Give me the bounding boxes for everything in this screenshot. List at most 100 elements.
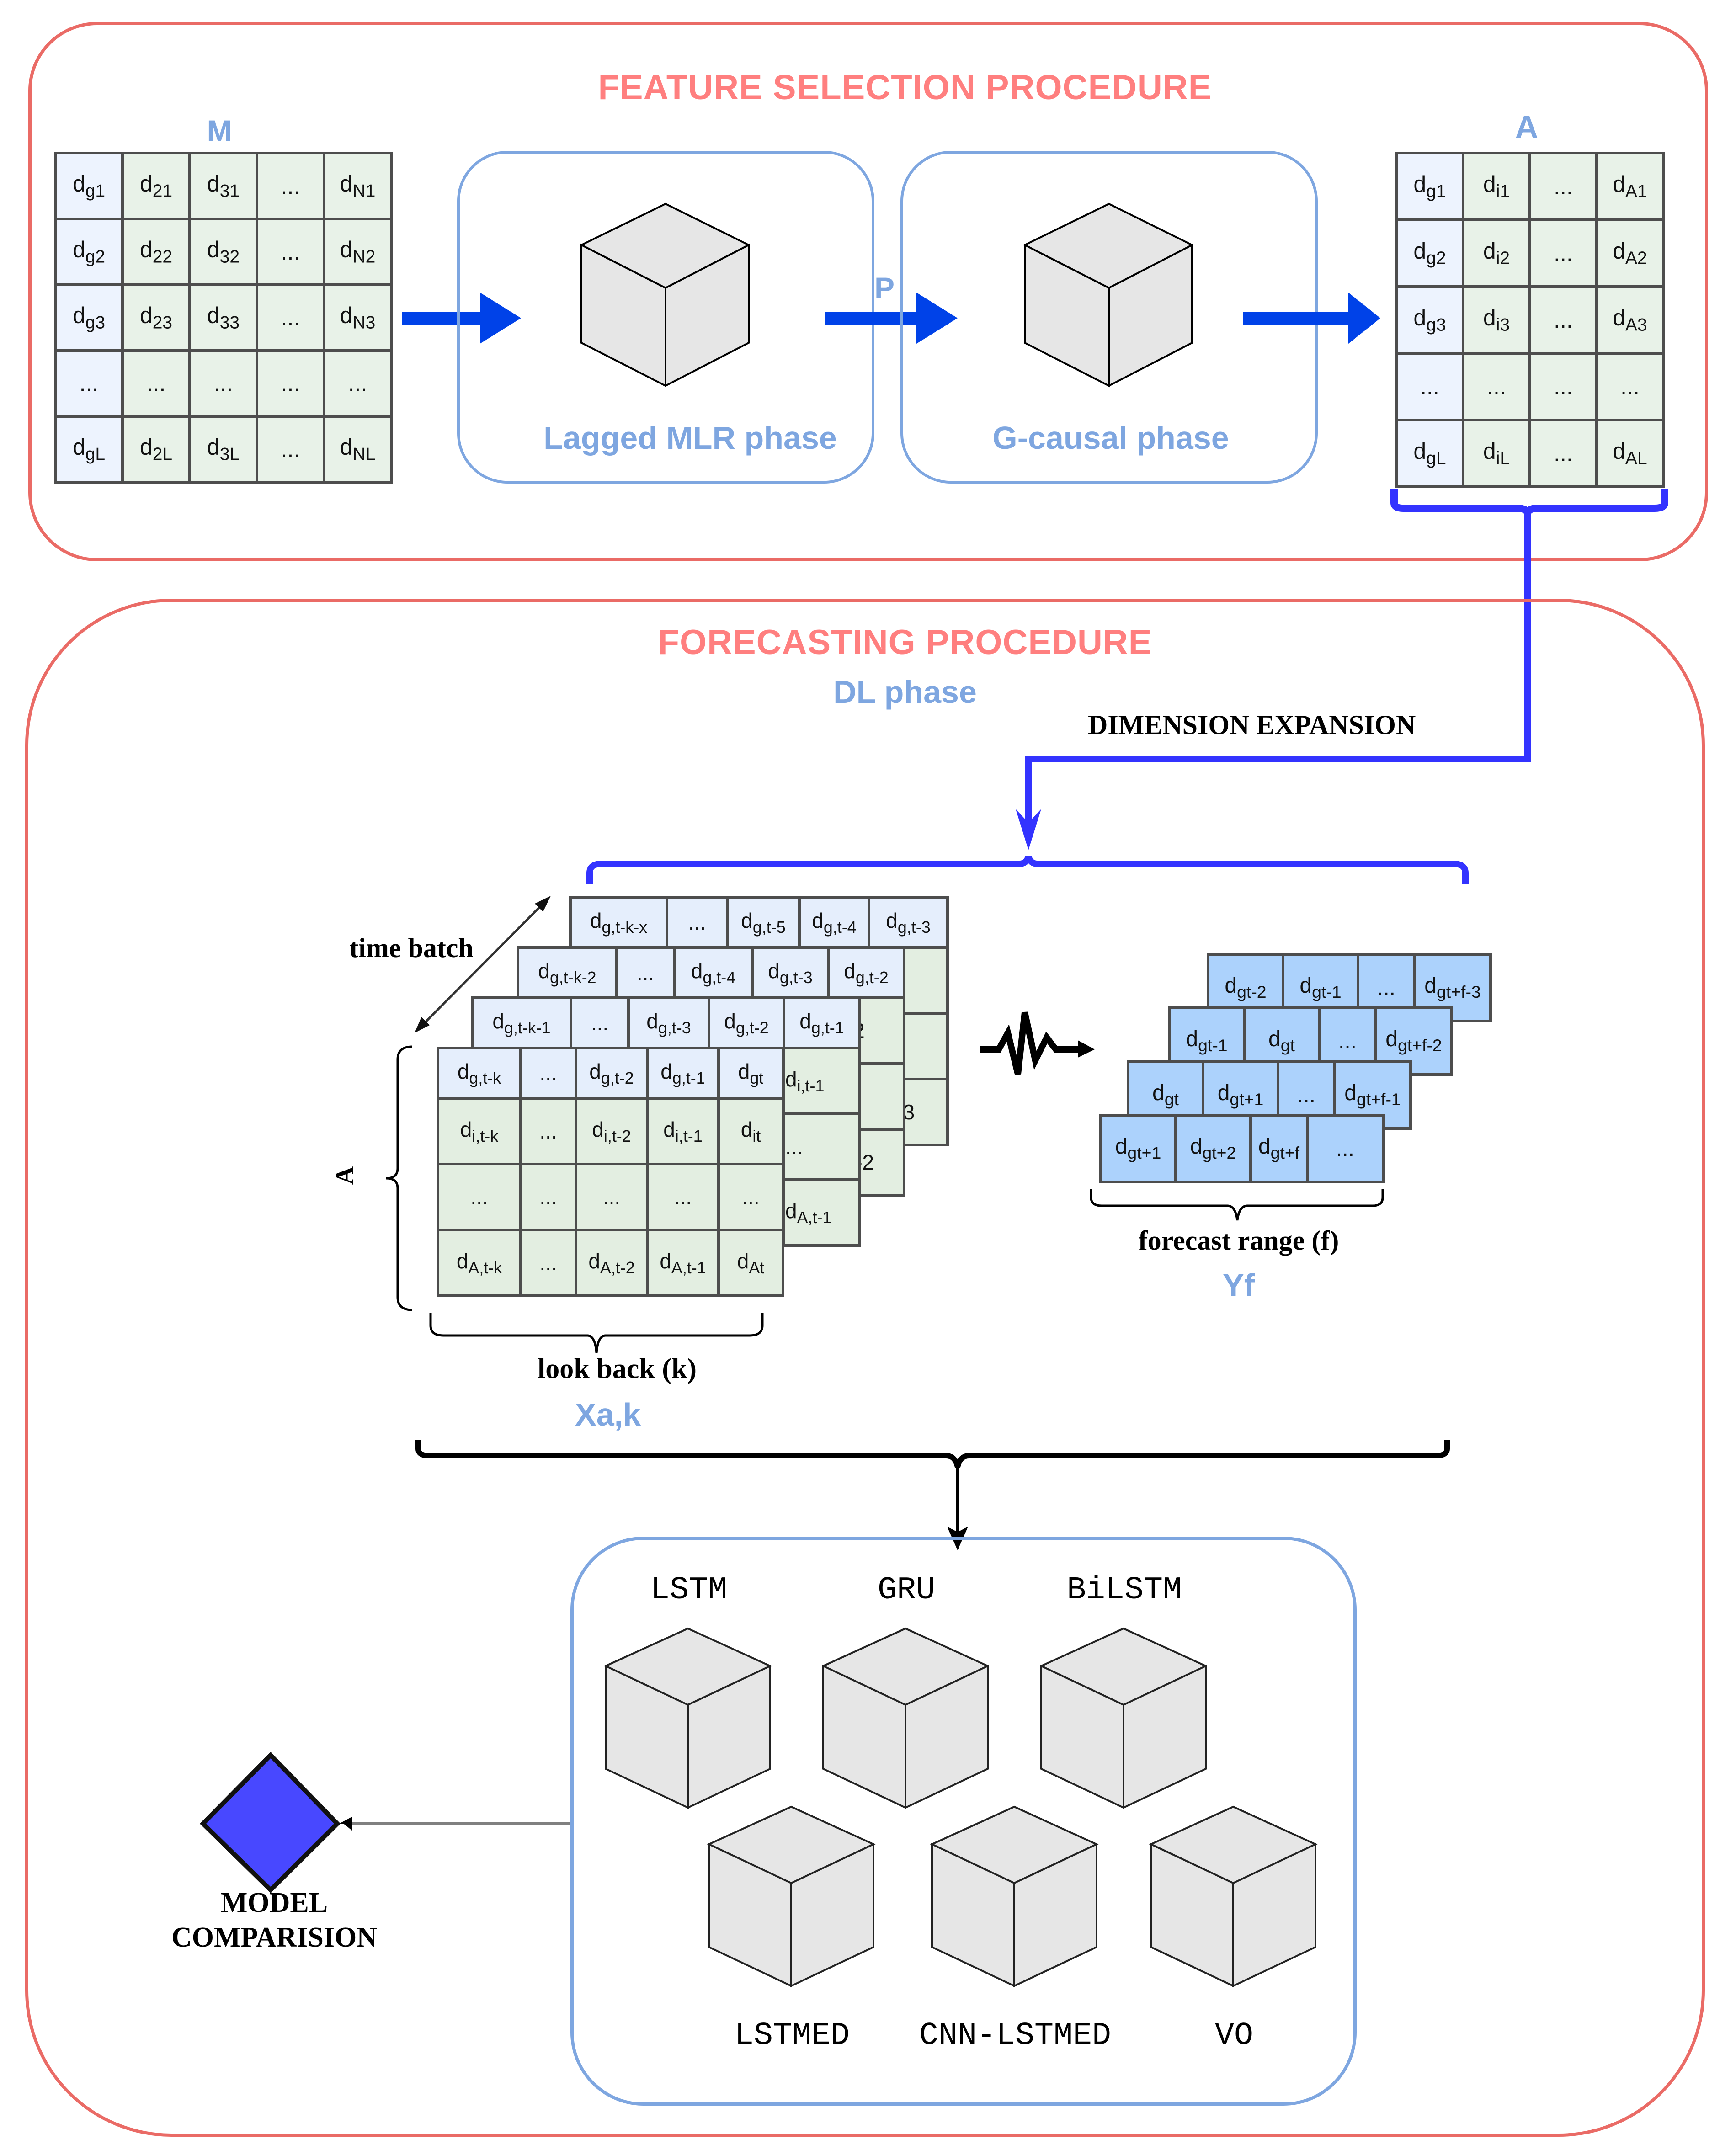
x-layer-cell: dg,t-k-2 — [517, 946, 618, 999]
matrix-cell: dN1 — [323, 152, 393, 220]
matrix-cell: ... — [1528, 152, 1598, 221]
matrix-cell: d33 — [188, 283, 258, 352]
y-layer-cell: dgt+f — [1249, 1114, 1309, 1183]
arrow-mlr-to-gcausal — [825, 293, 958, 344]
x-layer-row: ............... — [437, 1163, 784, 1231]
x-layer-cell: dg,t-3 — [868, 896, 949, 949]
model-comparison-label-line1: MODEL — [220, 1887, 328, 1918]
forecasting-title: FORECASTING PROCEDURE — [658, 623, 1152, 662]
model-label-lstmed: LSTMED — [734, 2018, 850, 2054]
matrix-cell: d22 — [121, 218, 191, 286]
arrow-shape — [825, 293, 958, 344]
forecast-range-brace — [1090, 1189, 1384, 1221]
model-label-bilstm: BiLSTM — [1066, 1572, 1182, 1608]
x-layer-cell: dg,t-3 — [751, 946, 830, 999]
arrow-shape — [402, 293, 521, 344]
lookback-label: look back (k) — [538, 1353, 697, 1384]
x-layer-cell: di,t-2 — [575, 1097, 649, 1165]
feature-selection-title: FEATURE SELECTION PROCEDURE — [598, 68, 1212, 107]
matrix-cell: d23 — [121, 283, 191, 352]
x-layer-cell: dg,t-5 — [726, 896, 801, 949]
matrix-cell: di3 — [1462, 285, 1531, 355]
dimension-expansion-label: DIMENSION EXPANSION — [1088, 710, 1416, 740]
matrix-cell: di1 — [1462, 152, 1531, 221]
matrix-cell: ... — [1595, 352, 1665, 421]
lookback-brace — [429, 1313, 764, 1353]
matrix-cell: di2 — [1462, 218, 1531, 288]
model-comparison-label-line2: COMPARISION — [171, 1922, 378, 1953]
matrix-m-label: M — [207, 114, 232, 148]
x-layer-cell: ... — [519, 1163, 577, 1231]
matrix-a-label: A — [1515, 109, 1539, 145]
y-layer-cell: dgt+2 — [1174, 1114, 1252, 1183]
matrix-cell: ... — [256, 152, 325, 220]
x-layer-cell: ... — [615, 946, 676, 999]
model-cube-icon — [1039, 1627, 1208, 1809]
matrix-cell: dN3 — [323, 283, 393, 352]
matrix-cell: ... — [1462, 352, 1531, 421]
dl-phase-label: DL phase — [833, 674, 977, 710]
x-layer-cell: dg,t-1 — [783, 996, 861, 1049]
matrix-cell: ... — [188, 349, 258, 418]
matrix-cell: dgL — [1395, 419, 1464, 488]
matrix-cell: ... — [1528, 352, 1598, 421]
matrix-cell: dg2 — [54, 218, 124, 286]
matrix-cell: dgL — [54, 415, 124, 484]
model-cube-icon — [1149, 1805, 1318, 1988]
a-axis-brace — [386, 1045, 413, 1311]
matrix-cell: d32 — [188, 218, 258, 286]
feature-selection-section — [28, 22, 1708, 561]
x-layer-cell: dA,t-1 — [646, 1229, 720, 1297]
connector-p-label: P — [874, 271, 895, 305]
matrix-cell: dN2 — [323, 218, 393, 286]
model-label-gru: GRU — [877, 1572, 936, 1608]
x-layer-cell: dg,t-4 — [798, 896, 870, 949]
matrix-cell: ... — [256, 349, 325, 418]
matrix-cell: dg1 — [1395, 152, 1464, 221]
x-layer-cell: dg,t-2 — [575, 1047, 649, 1100]
x-layer-cell: dg,t-3 — [627, 996, 710, 1049]
matrix-cell: ... — [121, 349, 191, 418]
model-label-lstm: LSTM — [650, 1572, 728, 1608]
arrow-shape — [1243, 293, 1380, 344]
x-layer-cell: dAt — [717, 1229, 784, 1297]
y-layer-cell: dgt+1 — [1099, 1114, 1177, 1183]
model-label-vo: VO — [1214, 2018, 1253, 2054]
x-layer-cell: ... — [519, 1097, 577, 1165]
matrix-cell: dAL — [1595, 419, 1665, 488]
forecast-range-label: forecast range (f) — [1138, 1225, 1339, 1256]
matrix-cell: d31 — [188, 152, 258, 220]
matrix-cell: ... — [1395, 352, 1464, 421]
x-layer-cell: dA,t-k — [437, 1229, 522, 1297]
dimension-expansion-connector — [586, 489, 1668, 884]
matrix-cell: ... — [323, 349, 393, 418]
matrix-cell: d21 — [121, 152, 191, 220]
model-cube-icon — [930, 1805, 1099, 1988]
model-cube-icon — [603, 1627, 772, 1809]
matrix-cell: diL — [1462, 419, 1531, 488]
matrix-cell: ... — [256, 218, 325, 286]
y-tensor-label: Yf — [1223, 1267, 1255, 1303]
matrix-cell: dg3 — [54, 283, 124, 352]
x-layer-cell: dA,t-2 — [575, 1229, 649, 1297]
x-layer-cell: ... — [783, 1112, 861, 1181]
matrix-cell: d3L — [188, 415, 258, 484]
models-box — [570, 1537, 1357, 2106]
matrix-cell: ... — [256, 283, 325, 352]
arrow-m-to-mlr — [402, 293, 521, 344]
matrix-cell: dA3 — [1595, 285, 1665, 355]
x-layer-cell: ... — [575, 1163, 649, 1231]
matrix-cell: ... — [1528, 419, 1598, 488]
